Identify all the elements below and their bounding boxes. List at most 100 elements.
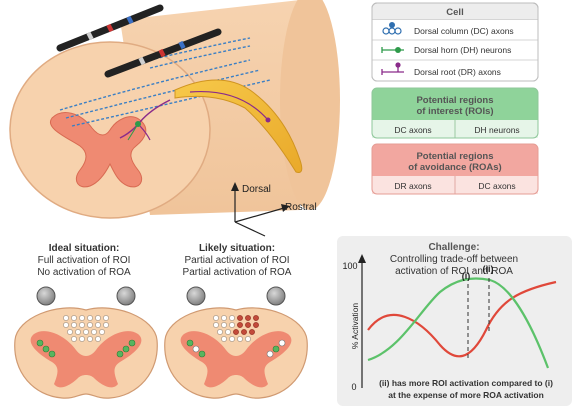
electrode-right-icon [116, 286, 136, 306]
challenge-line2: activation of ROI and ROA [395, 266, 513, 277]
dh-dots-likely [186, 339, 286, 358]
challenge-panel: Challenge: Controlling trade-off between… [337, 236, 572, 406]
challenge-foot1: (ii) has more ROI activation compared to… [379, 378, 553, 388]
dc-axon-dot [103, 322, 109, 328]
y-top-label: 100 [342, 261, 357, 271]
legend-title: Cell [446, 7, 463, 18]
roa-title-1: Potential regions [416, 151, 493, 162]
gray-matter-likely [180, 331, 292, 388]
roi-title-2: of interest (ROIs) [416, 106, 493, 117]
ideal-title: Ideal situation: [49, 243, 120, 254]
likely-line1: Partial activation of ROI [184, 255, 289, 266]
rostral-label: Rostral [285, 202, 317, 213]
dc-axon-dot [213, 322, 219, 328]
dc-axon-dot [71, 315, 77, 321]
dc-axon-dot [233, 329, 239, 335]
dh-neuron-icon [381, 47, 404, 53]
dc-axon-dot [237, 336, 243, 342]
dc-axon-dot [87, 315, 93, 321]
legend-dc-label: Dorsal column (DC) axons [414, 26, 514, 36]
electrode-left-icon [36, 286, 56, 306]
roa-right: DC axons [478, 181, 515, 191]
roi-right: DH neurons [474, 125, 519, 135]
dc-axon-dot [63, 315, 69, 321]
ideal-line2: No activation of ROA [37, 267, 131, 278]
marker-i-label: (i) [462, 271, 471, 281]
dc-axon-dot [229, 315, 235, 321]
dc-axon-dot [103, 315, 109, 321]
dc-axon-dot [79, 315, 85, 321]
dc-axon-dot [95, 315, 101, 321]
dc-axon-dot [63, 322, 69, 328]
spinal-cord-3d [9, 0, 340, 219]
dc-axon-dot [229, 322, 235, 328]
roi-box: Potential regions of interest (ROIs) DC … [371, 87, 539, 139]
likely-title: Likely situation: [199, 243, 275, 254]
dc-axon-dot [237, 322, 243, 328]
dorsal-label: Dorsal [242, 184, 271, 195]
challenge-title: Challenge: [428, 242, 479, 253]
ideal-situation: Ideal situation: Full activation of ROI … [14, 243, 158, 399]
likely-line2: Partial activation of ROA [183, 267, 292, 278]
dc-axon-dot [75, 329, 81, 335]
dc-axon-dot [95, 336, 101, 342]
dc-axon-dot [241, 329, 247, 335]
roa-left: DR axons [394, 181, 431, 191]
dc-axon-dot [213, 315, 219, 321]
dc-axon-dot [79, 322, 85, 328]
dc-axon-dot [221, 322, 227, 328]
dc-dots-ideal [63, 315, 109, 342]
dc-axon-dot [71, 322, 77, 328]
dc-dots-likely [213, 315, 259, 342]
dr-axon-icon [381, 62, 404, 75]
challenge-line1: Controlling trade-off between [390, 254, 518, 265]
dc-axon-dot [95, 322, 101, 328]
electrode-right-likely-icon [266, 286, 286, 306]
ideal-line1: Full activation of ROI [38, 255, 131, 266]
dc-axon-dot [253, 315, 259, 321]
legend-dr-label: Dorsal root (DR) axons [414, 67, 501, 77]
electrode-lead-1 [56, 4, 164, 52]
dc-axon-dot [71, 336, 77, 342]
electrode-left-likely-icon [186, 286, 206, 306]
marker-ii-label: (ii) [483, 264, 494, 274]
cord-far-end [280, 0, 340, 210]
dc-axon-dot [221, 336, 227, 342]
dc-axon-dot [217, 329, 223, 335]
dc-axon-dot [67, 329, 73, 335]
challenge-foot2: at the expense of more ROA activation [388, 390, 544, 400]
dc-axon-dot [245, 336, 251, 342]
gray-matter-ideal [30, 331, 142, 388]
dc-axon-dot [79, 336, 85, 342]
dc-axon-dot [87, 336, 93, 342]
roi-left: DC axons [394, 125, 431, 135]
dc-axon-dot [245, 315, 251, 321]
cord-section-ideal [14, 307, 158, 399]
roi-curve [367, 277, 550, 369]
dc-axon-dot [225, 329, 231, 335]
gray-matter [49, 112, 147, 188]
dc-axon-dot [221, 315, 227, 321]
dc-axon-dot [99, 329, 105, 335]
dc-axon-dot [83, 329, 89, 335]
y-bottom-label: 0 [351, 382, 356, 392]
dc-axon-dot [229, 336, 235, 342]
roa-title-2: of avoidance (ROAs) [408, 162, 501, 173]
roa-box: Potential regions of avoidance (ROAs) DR… [371, 143, 539, 195]
dc-axon-dot [249, 329, 255, 335]
dc-axon-dot [91, 329, 97, 335]
legend-dh-label: Dorsal horn (DH) neurons [414, 45, 511, 55]
likely-situation: Likely situation: Partial activation of … [164, 243, 308, 399]
dc-axon-dot [245, 322, 251, 328]
dh-dots-ideal [36, 339, 136, 358]
roi-title-1: Potential regions [416, 95, 493, 106]
dc-axon-dot [87, 322, 93, 328]
dc-axon-icon [382, 22, 402, 35]
orientation-axes: Dorsal Rostral [231, 182, 317, 237]
dc-axon-dot [237, 315, 243, 321]
cell-legend: Cell Dorsal column (DC) axons Dorsal hor… [371, 2, 539, 82]
y-axis-label: % Activation [350, 303, 360, 350]
dc-axon-dot [253, 322, 259, 328]
cord-section-likely [164, 307, 308, 399]
